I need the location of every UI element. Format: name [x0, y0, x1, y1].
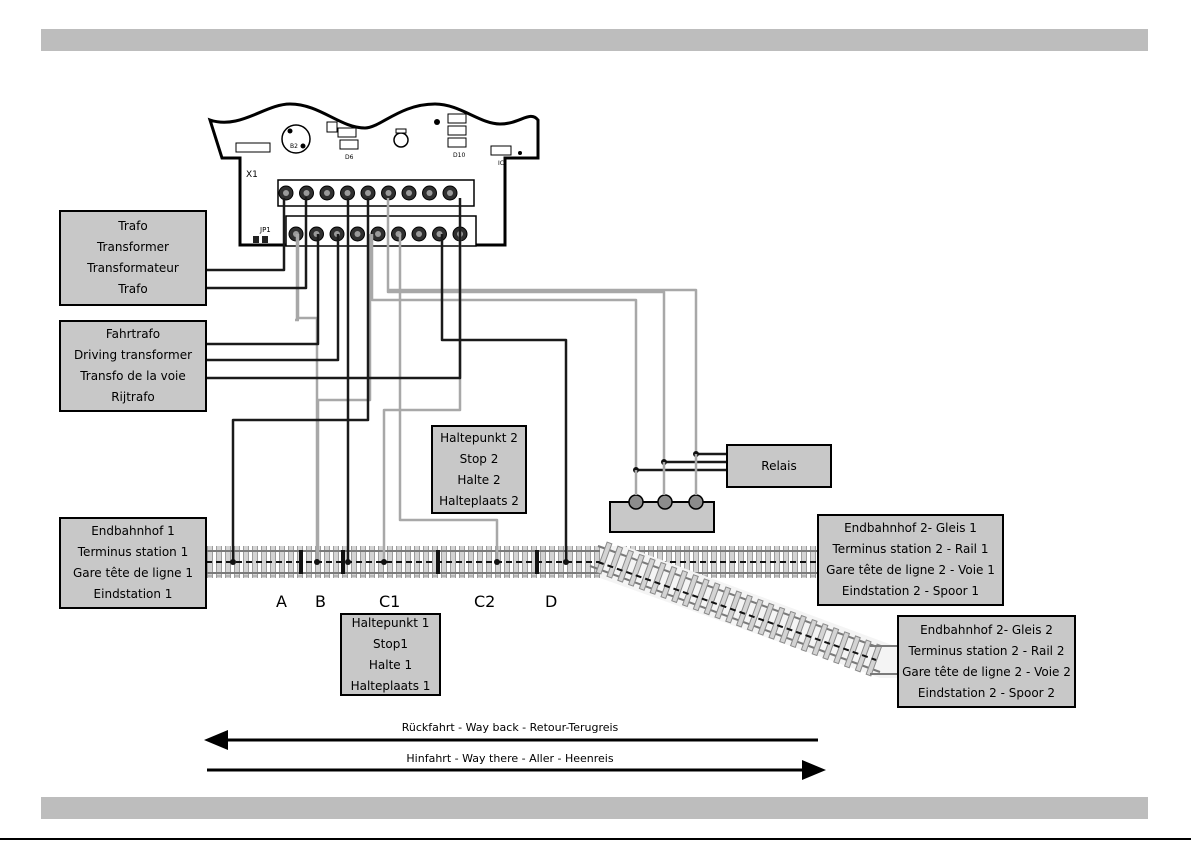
- endbahnhof2-gleis1-box: Endbahnhof 2- Gleis 1 Terminus station 2…: [817, 514, 1004, 606]
- relay-contact-icon: [688, 494, 704, 510]
- diode-d6-icon: [339, 139, 359, 150]
- pcb-board: X1 JP1 B2 D6 D10 IC: [207, 102, 540, 247]
- svg-text:IC: IC: [498, 160, 504, 167]
- resistor-icon: [235, 142, 271, 153]
- sleeper: [660, 565, 678, 600]
- trafo-box: Trafo Transformer Transformateur Trafo: [59, 210, 207, 306]
- way-back-label: Rückfahrt - Way back - Retour-Terugreis: [401, 721, 619, 734]
- sleeper: [735, 594, 753, 628]
- sleeper: [757, 602, 775, 636]
- relay-contact-icon: [628, 494, 644, 510]
- relay-contact-icon: [657, 494, 673, 510]
- connector-label: X1: [246, 170, 258, 180]
- led-icon: [393, 132, 409, 148]
- main-track: [206, 546, 824, 578]
- sleeper: [627, 553, 645, 587]
- endbahnhof1-box: Endbahnhof 1 Terminus station 1 Gare têt…: [59, 517, 207, 609]
- sleeper: [617, 549, 635, 583]
- haltepunkt1-box: Haltepunkt 1 Stop1 Halte 1 Halteplaats 1: [340, 613, 441, 696]
- sleeper: [638, 557, 656, 591]
- way-there-label: Hinfahrt - Way there - Aller - Heenreis: [406, 752, 614, 765]
- isolation-gaps: [299, 550, 539, 574]
- branch-track: [589, 541, 900, 678]
- ic-icon: [490, 145, 512, 156]
- sleeper: [595, 541, 613, 575]
- diode-d10-icon: [447, 137, 467, 148]
- point-label-d: D: [545, 592, 558, 611]
- svg-text:B2: B2: [290, 143, 298, 150]
- point-label-c2: C2: [474, 592, 496, 611]
- sleeper: [789, 614, 807, 648]
- point-label-b: B: [315, 592, 326, 611]
- endbahnhof2-gleis2-box: Endbahnhof 2- Gleis 2 Terminus station 2…: [897, 615, 1076, 708]
- sleeper: [768, 606, 786, 640]
- sleeper: [692, 578, 710, 612]
- arrow-way-back: [204, 730, 818, 750]
- bottom-bar: [41, 797, 1148, 819]
- sleeper: [671, 570, 689, 604]
- sleeper: [746, 598, 764, 632]
- relais-box: Relais: [726, 444, 832, 488]
- sleeper: [714, 586, 732, 620]
- haltepunkt2-box: Haltepunkt 2 Stop 2 Halte 2 Halteplaats …: [431, 425, 527, 514]
- arrow-way-there: [207, 760, 826, 780]
- sleeper: [649, 561, 667, 595]
- sleeper: [779, 610, 797, 644]
- point-label-c1: C1: [379, 592, 401, 611]
- wires: [206, 196, 728, 562]
- point-label-a: A: [276, 592, 287, 611]
- jumper-label: JP1: [259, 226, 271, 234]
- sleeper: [703, 582, 721, 616]
- sleeper: [681, 574, 699, 608]
- bottom-divider: [0, 838, 1191, 840]
- svg-text:D6: D6: [345, 154, 354, 161]
- relay-switch: [609, 454, 715, 533]
- top-bar: [41, 29, 1148, 51]
- fahrtrafo-box: Fahrtrafo Driving transformer Transfo de…: [59, 320, 207, 412]
- sleeper: [606, 545, 624, 579]
- sleeper: [725, 590, 743, 624]
- svg-text:D10: D10: [453, 152, 465, 159]
